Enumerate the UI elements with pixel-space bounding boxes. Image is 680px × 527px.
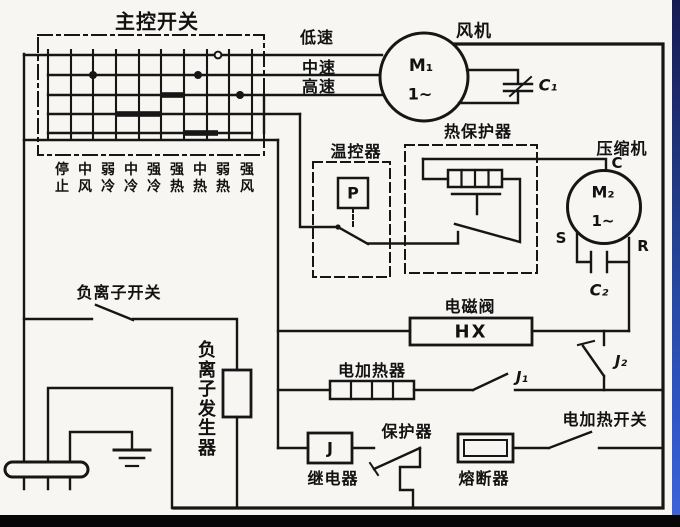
switch-pos-highfan: 强风 (240, 162, 254, 195)
relay-label: 继电器 (307, 469, 359, 488)
fuse-label: 熔断器 (458, 469, 510, 488)
fan-motor-label: M₁ (408, 56, 434, 76)
switch-pos-stop: 停止 (55, 162, 69, 195)
switch-pos-midcool: 中冷 (124, 162, 138, 195)
contact-j1-label: J₁ (515, 368, 529, 386)
thermal-protector-label: 热保护器 (443, 122, 513, 141)
switch-pos-lowheat: 弱热 (216, 162, 230, 195)
switch-pos-highcool: 强冷 (147, 162, 161, 195)
compressor-motor-label: M₂ (591, 182, 615, 202)
switch-pos-midfan: 中风 (78, 162, 92, 195)
thermostat-label: 温控器 (330, 142, 382, 161)
ion-circuit (3, 303, 253, 510)
ion-switch-label: 负离子开关 (76, 283, 162, 302)
speed-low-label: 低速 (299, 28, 335, 47)
compressor-circuit (566, 169, 642, 333)
fan-phase-label: 1~ (407, 84, 433, 104)
thermostat-probe-label: P (347, 183, 359, 203)
capacitor-c2-label: C₂ (589, 280, 609, 300)
valve-code-label: HX (454, 321, 488, 343)
main-switch-title: 主控开关 (115, 9, 199, 34)
thermal-protector-box (404, 144, 608, 274)
slide-black-edge (0, 515, 680, 527)
terminal-c-label: C (611, 154, 623, 172)
fan-label: 风机 (456, 21, 492, 42)
slide-blue-edge (672, 0, 680, 516)
valve-label: 电磁阀 (444, 297, 496, 316)
contact-j2-label: J₂ (614, 352, 628, 370)
thermostat-box (298, 112, 460, 278)
relay-coil-label: J (327, 438, 333, 458)
speed-mid-label: 中速 (301, 58, 337, 77)
switch-pos-lowcool: 弱冷 (101, 162, 115, 195)
switch-pos-highheat: 强热 (170, 162, 184, 195)
ion-generator-label: 负离子发生器 (198, 340, 216, 459)
main-switch-grid (22, 34, 386, 156)
heater-label: 电加热器 (337, 361, 407, 380)
compressor-label: 压缩机 (596, 139, 648, 158)
solenoid-valve (276, 138, 631, 450)
heater-switch-label: 电加热开关 (562, 410, 648, 429)
speed-high-label: 高速 (301, 77, 337, 96)
compressor-phase-label: 1~ (591, 212, 615, 230)
heater-circuit (276, 372, 665, 401)
power-border-lines (22, 42, 665, 510)
fan-circuit (378, 31, 534, 123)
protector-label: 保护器 (381, 422, 433, 441)
terminal-s-label: S (555, 229, 567, 247)
switch-pos-midheat: 中热 (193, 162, 207, 195)
terminal-r-label: R (637, 237, 649, 255)
capacitor-c1-label: C₁ (538, 75, 558, 95)
j2-contact (576, 329, 606, 392)
relay-row (276, 430, 665, 510)
